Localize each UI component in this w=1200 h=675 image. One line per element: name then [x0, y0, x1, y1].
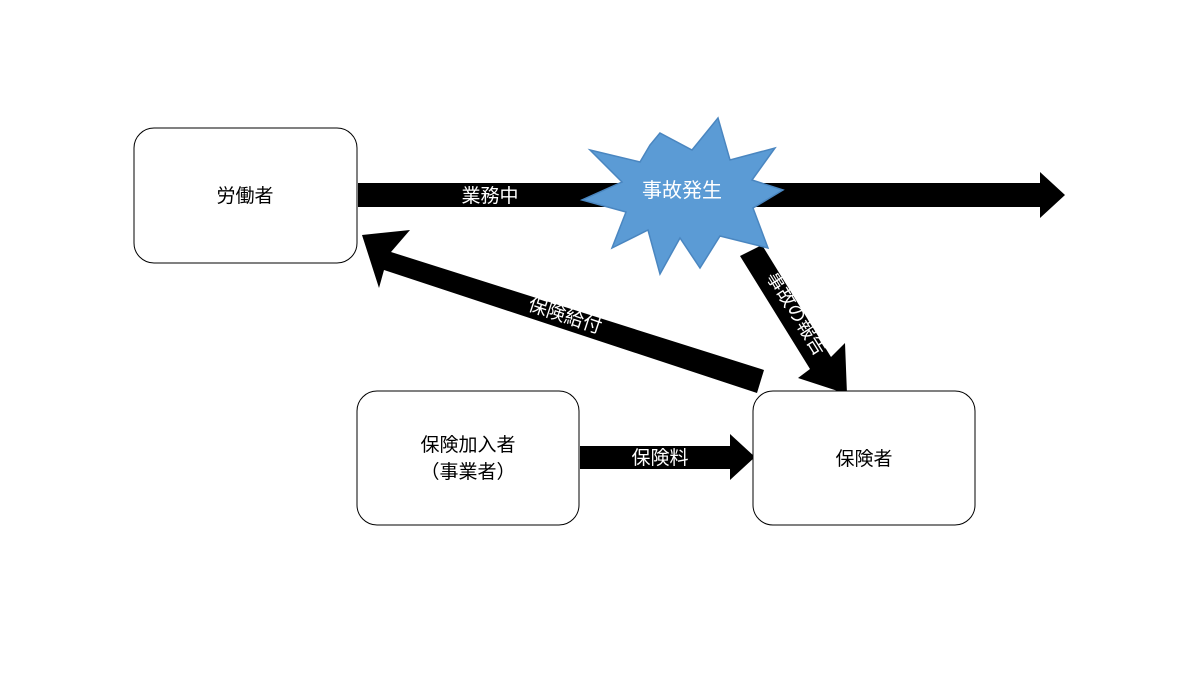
accident-burst-label: 事故発生: [642, 178, 722, 202]
arrow-accident-report-shape: [740, 245, 847, 394]
node-policyholder-box: [356, 390, 580, 526]
accident-burst: 事故発生: [579, 116, 785, 276]
arrow-on-duty-label: 業務中: [461, 185, 518, 207]
arrow-insurance-benefit-label: 保険給付: [525, 294, 604, 339]
arrow-premium-label: 保険料: [631, 447, 688, 469]
node-worker-label: 労働者: [216, 185, 273, 207]
node-insurer-label: 保険者: [835, 448, 892, 470]
arrow-premium-shape: [580, 434, 755, 480]
accident-burst-shape: [579, 116, 785, 276]
node-worker: 労働者: [133, 127, 358, 264]
arrow-premium: 保険料: [580, 434, 755, 480]
node-policyholder-label-line2: （事業者）: [420, 461, 515, 483]
node-policyholder: 保険加入者 （事業者）: [356, 390, 580, 526]
node-policyholder-label-line1: 保険加入者: [420, 434, 515, 456]
node-worker-box: [133, 127, 358, 264]
arrow-insurance-benefit-shape: [362, 230, 764, 393]
node-insurer: 保険者: [752, 390, 976, 526]
node-insurer-box: [752, 390, 976, 526]
